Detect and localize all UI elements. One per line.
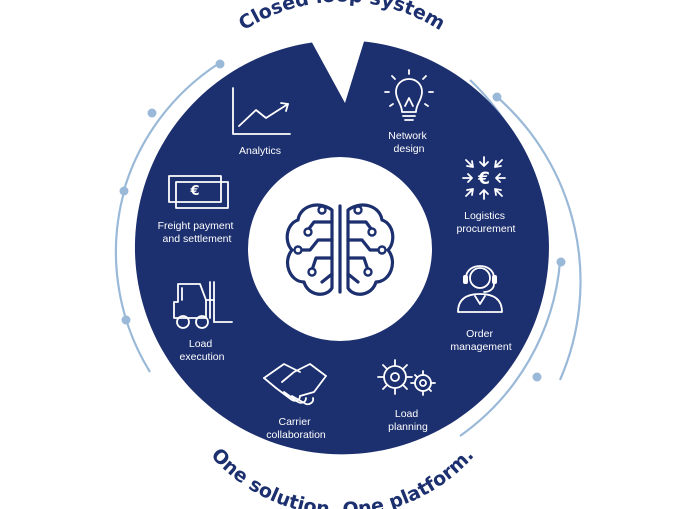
handshake-icon	[263, 363, 327, 406]
orbit-dot	[532, 372, 542, 382]
orbit-dot	[492, 92, 502, 102]
svg-text:€: €	[477, 169, 490, 189]
orbit-dots	[119, 59, 566, 382]
brain-circuit-icon	[285, 203, 395, 296]
orbit-dot	[147, 108, 157, 118]
orbit-dot	[119, 186, 129, 196]
orbit-arc-left-top	[122, 63, 219, 191]
gears-icon	[377, 359, 436, 396]
segment-label-load-execution: Load execution	[180, 338, 225, 363]
segment-label-network-design: Network design	[388, 130, 429, 155]
segment-label-load-planning: Load planning	[388, 408, 428, 433]
svg-text:€: €	[189, 184, 199, 199]
orbit-dot	[215, 59, 225, 69]
orbit-arc-left-bottom	[114, 191, 151, 373]
banknote-euro-icon: €	[168, 175, 229, 209]
segment-label-carrier-collaboration: Carrier collaboration	[266, 416, 326, 441]
orbit-dot	[121, 315, 131, 325]
orbit-arc-right-bottom	[459, 261, 562, 437]
lightbulb-icon	[384, 69, 434, 121]
forklift-icon	[173, 281, 233, 329]
diagram-title: Closed loop system	[235, 0, 449, 35]
segment-label-freight-payment: Freight payment and settlement	[158, 220, 237, 245]
segment-label-analytics: Analytics	[239, 145, 281, 157]
headset-agent-icon	[457, 265, 503, 313]
segment-label-logistics-procurement: Logistics procurement	[457, 210, 516, 235]
segment-label-order-management: Order management	[450, 328, 511, 353]
euro-arrows-icon: €	[462, 156, 506, 200]
line-chart-icon	[232, 87, 291, 135]
orbit-arc-right-outer	[495, 95, 582, 381]
orbit-dot	[556, 257, 566, 267]
